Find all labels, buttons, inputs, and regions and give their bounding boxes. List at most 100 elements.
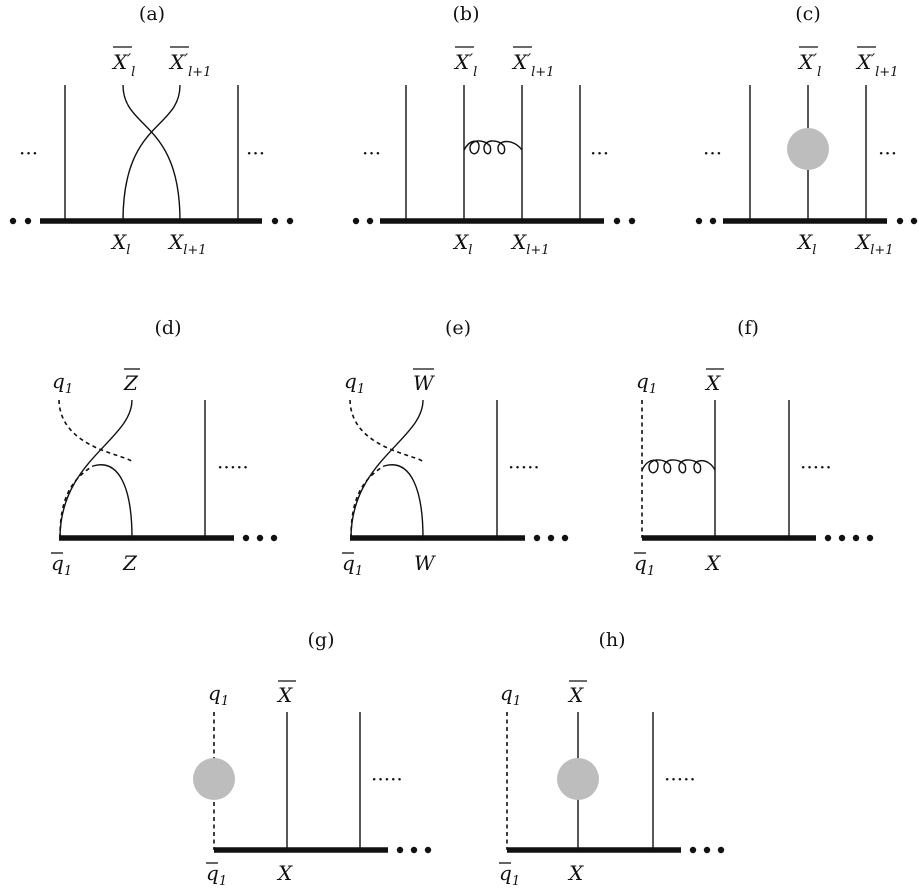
panel-d-right-dot-1 [242,534,250,542]
panel-e-quark-line-dashed [349,399,424,463]
panel-c-top-label-2: X′l+1 [855,46,898,80]
label-glyph: Z [123,371,139,395]
panel-f: (f) ····· q1 X q1 X [634,317,874,579]
panel-g-bottom-label-2: X [276,861,293,885]
label-glyph: X′l+1 [168,50,211,80]
panel-g-top-label-2: X [276,680,296,707]
panel-f-gluon-line [641,459,716,474]
label-glyph: X [704,371,721,395]
panel-a-label: (a) [139,3,165,25]
panel-d-crossed-line-a [59,399,133,539]
panel-b-bottom-label-1: Xl [452,230,472,258]
panel-a-bottom-label-1: Xl [110,230,130,258]
panel-e-quark-line-lower [350,465,385,539]
panel-c-bottom-label-1: Xl [796,230,816,258]
panel-b: (b) ··· ··· X′l X′l+1 Xl Xl+1 [352,3,636,258]
panel-e-top-label-2: W [413,368,435,395]
panel-d-right-dot-2 [256,534,264,542]
panel-b-ellipsis-right: ··· [590,141,609,165]
panel-d-bottom-label-2: Z [122,551,138,575]
panel-c-right-dot-1 [896,217,904,225]
panel-e-label: (e) [445,317,471,339]
panel-a: (a) ··· ··· X′l X′l+1 Xl Xl+1 [9,3,294,258]
label-glyph: q1 [342,551,363,579]
panel-d-bottom-label-1: q1 [51,551,72,579]
panel-a-bottom-label-2: Xl+1 [167,230,207,258]
panel-f-right-dot-2 [838,534,846,542]
panel-e-right-dot-1 [533,534,541,542]
panel-e-right-dot-2 [547,534,555,542]
panel-g-bottom-label-1: q1 [206,861,227,889]
panel-f-top-label-1: q1 [636,369,657,397]
panel-b-right-dot-1 [613,217,621,225]
panel-f-label: (f) [737,317,759,339]
panel-c-self-energy-blob [787,128,829,170]
label-glyph: X′l [111,50,135,80]
panel-g-right-dot-2 [410,846,418,854]
panel-c-label: (c) [795,3,820,25]
panel-h-right-dot-2 [703,846,711,854]
label-glyph: W [413,371,435,395]
panel-h-bottom-label-1: q1 [499,861,520,889]
panel-c-ellipsis-left: ··· [703,141,722,165]
panel-f-right-dot-4 [866,534,874,542]
panel-h-top-label-2: X [567,680,587,707]
panel-h-bottom-label-2: X [567,861,584,885]
panel-f-right-dot-3 [852,534,860,542]
panel-c-right-dot-2 [910,217,918,225]
panel-b-gluon-line [463,140,523,155]
panel-a-top-label-1: X′l [111,46,135,80]
panel-d-top-label-2: Z [123,368,140,395]
panel-d-ellipsis: ····· [217,455,249,479]
panel-h-self-energy-blob [557,758,599,800]
panel-e-bottom-label-2: W [414,551,436,575]
panel-e-bottom-label-1: q1 [342,551,363,579]
panel-b-left-dot-1 [352,217,360,225]
panel-a-right-dot-1 [271,217,279,225]
label-glyph: X [567,683,584,707]
panel-c-left-dot-2 [709,217,717,225]
panel-e-crossed-line-a [350,399,424,539]
panel-f-ellipsis: ····· [800,455,832,479]
panel-c-left-dot-1 [695,217,703,225]
panel-a-ellipsis-right: ··· [246,141,265,165]
panel-g-top-label-1: q1 [208,681,229,709]
panel-f-bottom-label-2: X [704,551,721,575]
label-glyph: q1 [634,551,655,579]
label-glyph: q1 [206,861,227,889]
panel-b-top-label-1: X′l [453,46,477,80]
panel-d: (d) ····· q1 Z q1 Z [51,317,278,579]
panel-h: (h) ····· q1 X q1 X [499,629,725,889]
panel-h-right-dot-3 [717,846,725,854]
panel-e: (e) ····· q1 W q1 W [342,317,569,579]
panel-a-ellipsis-left: ··· [19,141,38,165]
panel-h-right-dot-1 [689,846,697,854]
panel-b-label: (b) [453,3,480,25]
panel-b-left-dot-2 [366,217,374,225]
panel-g-right-dot-3 [424,846,432,854]
panel-a-crossed-line-2 [122,84,181,222]
label-glyph: q1 [51,551,72,579]
panel-a-top-label-2: X′l+1 [168,46,211,80]
panel-a-left-dot-1 [9,217,17,225]
panel-a-right-dot-2 [286,217,294,225]
panel-a-crossed-line-1 [122,84,181,222]
panel-c-ellipsis-right: ··· [878,141,897,165]
panel-g-label: (g) [308,629,335,651]
panel-e-right-dot-3 [561,534,569,542]
panel-h-top-label-1: q1 [500,681,521,709]
panel-e-ellipsis: ····· [508,455,540,479]
label-glyph: X′l [453,50,477,80]
panel-e-crossed-line-b [383,464,424,539]
panel-d-crossed-line-b [92,464,133,539]
label-glyph: X [276,683,293,707]
panel-c: (c) ··· ··· X′l X′l+1 Xl Xl+1 [695,3,918,258]
panel-h-label: (h) [598,629,625,651]
panel-b-ellipsis-left: ··· [362,141,381,165]
panel-h-ellipsis: ····· [664,767,696,791]
label-glyph: X′l [797,50,821,80]
panel-e-top-label-1: q1 [344,369,365,397]
panel-d-top-label-1: q1 [52,369,73,397]
panel-b-right-dot-2 [628,217,636,225]
